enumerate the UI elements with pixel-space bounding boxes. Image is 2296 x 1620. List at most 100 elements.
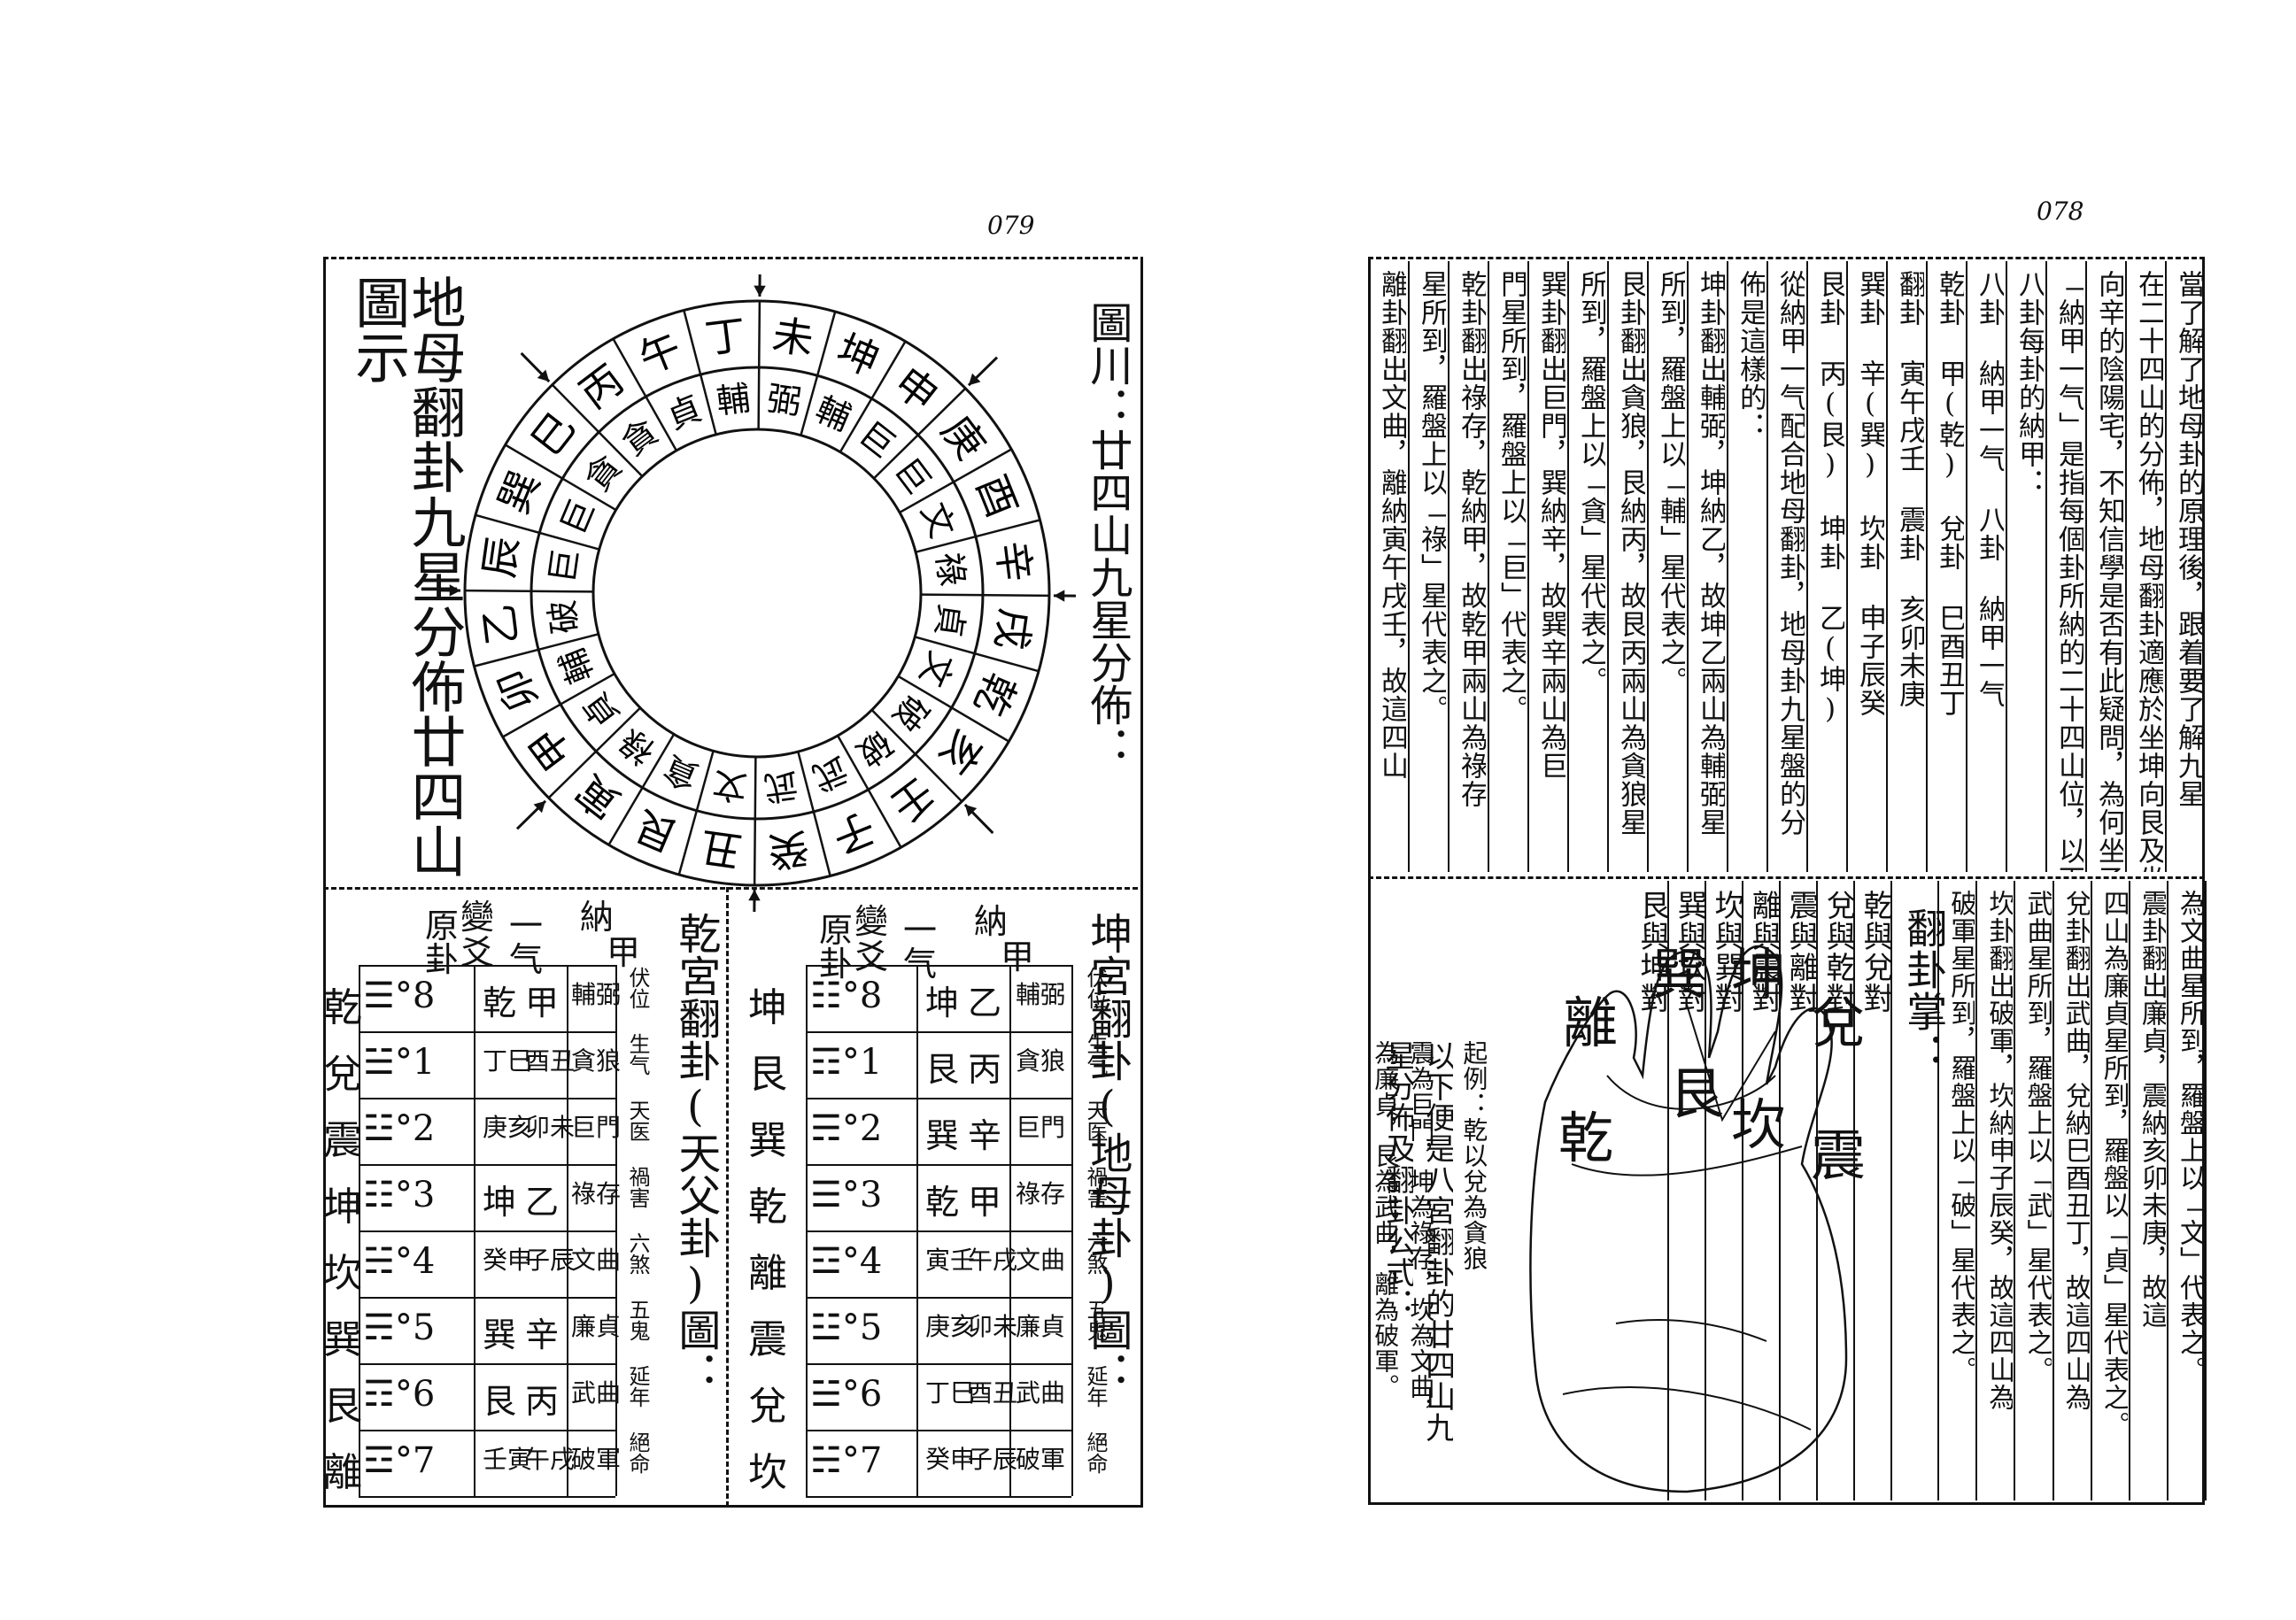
table-star: 破軍 [571, 1445, 622, 1474]
table-najia-a: 乾 [483, 984, 517, 1022]
wheel-inner-label: 巨 [553, 494, 602, 540]
wheel-arrowhead [968, 373, 981, 386]
right-top-border [1368, 257, 2205, 259]
palm-pairs: 乾與兌對兌與乾對震與離對離與震對坎與巽對巽與坎對艮與坤對起例：乾以兌為貪狼震為巨… [1368, 881, 1899, 1500]
left-frame [323, 257, 1143, 1508]
table-star: 廉貞 [1016, 1312, 1066, 1341]
table-col-rule [567, 965, 568, 1496]
column-rule [2006, 261, 2007, 872]
column-rule [1667, 881, 1669, 1500]
right-column: 巽卦 辛(巽) 坎卦 申子辰癸 [1854, 270, 1884, 717]
hdr-bianyao-1: 變 [460, 898, 495, 937]
table-wheel-star: 天医 [625, 1099, 650, 1142]
column-rule [2085, 261, 2087, 872]
table-rule [806, 1496, 1071, 1498]
table-rule [359, 1164, 615, 1166]
table-yao: ☰°3 [810, 1175, 883, 1215]
wheel-inner-ring: 輔弼輔巨巨文祿貞文破破武武文貪祿貞輔破巨巨貪貪貞 [542, 378, 971, 807]
column-rule [2128, 881, 2130, 1500]
wheel-outer-label: 甲 [519, 718, 582, 779]
wheel-spoke [873, 387, 967, 480]
right-bottom-column: 破軍星所到，羅盤上以「破」星代表之。 [1945, 890, 1975, 1384]
table-rule [806, 1164, 1071, 1166]
column-rule [2165, 261, 2167, 872]
table-gua: 艮 [323, 1384, 362, 1429]
palm-pair: 震與離對 [1783, 890, 1816, 1014]
qian-table-header: 納 甲 一 气 變 爻 原 卦 [376, 890, 660, 979]
palm-crease-2 [1606, 1075, 1776, 1110]
wheel-spoke [474, 633, 599, 667]
table-gua: 兌 [323, 1052, 362, 1097]
wheel-arrowhead [964, 804, 978, 817]
table-najia-b: 丙 [525, 1382, 560, 1421]
table-gua: 離 [748, 1251, 787, 1296]
table-wheel-star: 絕命 [625, 1431, 650, 1474]
wheel-outer-label: 庚 [932, 407, 995, 468]
right-column: 門星所到，羅盤上以「巨」代表之。 [1496, 270, 1526, 723]
table-najia-b: 卯未 [525, 1113, 576, 1142]
column-rule [1607, 261, 1609, 872]
wheel-outer-label: 丑 [698, 822, 745, 876]
column-rule [1890, 881, 1892, 1500]
wheel-spoke [757, 301, 761, 430]
table-yao: ☱°1 [363, 1042, 436, 1083]
right-column: 艮卦 丙(艮) 坤卦 乙(坤) [1814, 270, 1844, 726]
column-rule [1766, 261, 1768, 872]
wheel-spoke [612, 338, 677, 451]
column-rule [1886, 261, 1888, 872]
column-rule [1408, 261, 1410, 872]
hdr-yuangua-1: 原 [425, 906, 460, 945]
table-wheel-star: 延年 [1083, 1365, 1108, 1408]
wheel-spokes [465, 301, 1049, 885]
wheel-outer-label: 申 [885, 358, 947, 420]
wheel-inner-label: 巨 [543, 546, 586, 585]
table-gua: 震 [323, 1118, 362, 1163]
right-page-number: 078 [2037, 197, 2084, 226]
table-star: 巨門 [571, 1113, 622, 1142]
right-bottom-column: 兌卦翻出武曲，兌納巳酉丑丁，故這四山為 [2060, 890, 2090, 1411]
table-najia-a: 坤 [925, 984, 960, 1022]
wheel-outer-label: 丙 [571, 355, 632, 418]
left-title: 地母翻卦九星分佈廿四山圖示 [345, 274, 467, 878]
table-wheel-star: 伏位 [625, 967, 650, 1009]
wheel-inner-label: 文 [710, 764, 749, 807]
column-rule [1816, 881, 1818, 1500]
right-mid-divider [1368, 876, 2205, 879]
wheel-arrowhead [533, 800, 546, 814]
right-column: 當了解了地母卦的原理後，跟着要了解九星 [2173, 270, 2203, 808]
kun-hdr-yuangua-2: 卦 [819, 945, 854, 984]
column-rule [1705, 881, 1706, 1500]
table-rule [359, 1363, 615, 1365]
column-rule [1975, 881, 1978, 1500]
palm-outline [1529, 945, 1848, 1493]
table-gua: 艮 [748, 1052, 787, 1097]
table-star: 武曲 [1016, 1378, 1066, 1408]
table-najia-b: 卯未 [968, 1312, 1018, 1341]
right-column: 所到，羅盤上以「貪」星代表之。 [1575, 270, 1605, 695]
table-najia-a: 寅壬 [925, 1246, 976, 1275]
table-yao: ☷°8 [810, 976, 883, 1016]
wheel-outer-label: 亥 [930, 721, 993, 783]
table-rule [806, 1230, 1071, 1232]
wheel-rings [463, 299, 1051, 887]
table-najia-b: 子辰 [968, 1445, 1018, 1474]
right-column: 乾卦翻出祿存，乾納甲，故乾甲兩山為祿存 [1456, 270, 1486, 808]
table-najia-a: 坤 [483, 1183, 517, 1222]
table-wheel-star: 絕命 [1083, 1431, 1108, 1474]
right-column: 坤卦翻出輔弼，坤納乙，故坤乙兩山為輔弼星 [1695, 270, 1725, 837]
table-najia-b: 甲 [968, 1183, 1002, 1222]
wheel-spoke [800, 311, 837, 436]
right-column: 巽卦翻出巨門，巽納辛，故巽辛兩山為巨 [1535, 270, 1565, 780]
table-najia-b: 辛 [525, 1315, 560, 1354]
left-mid-divider [323, 887, 1138, 890]
table-wheel-star: 五鬼 [625, 1299, 650, 1341]
kun-title: 坤宮翻卦(地母卦)圖： [1082, 912, 1133, 1393]
table-gua: 坎 [748, 1450, 787, 1495]
table-wheel-star: 禍害 [625, 1166, 650, 1208]
wheel-spoke [915, 519, 1040, 553]
palm-drawing [1529, 945, 1848, 1493]
table-najia-a: 巽 [483, 1315, 517, 1354]
kun-hdr-najia-2: 甲 [1001, 937, 1035, 976]
right-column: 艮卦翻出貪狼，艮納丙，故艮丙兩山為貪狼星 [1615, 270, 1645, 837]
table-star: 破軍 [1016, 1445, 1066, 1474]
